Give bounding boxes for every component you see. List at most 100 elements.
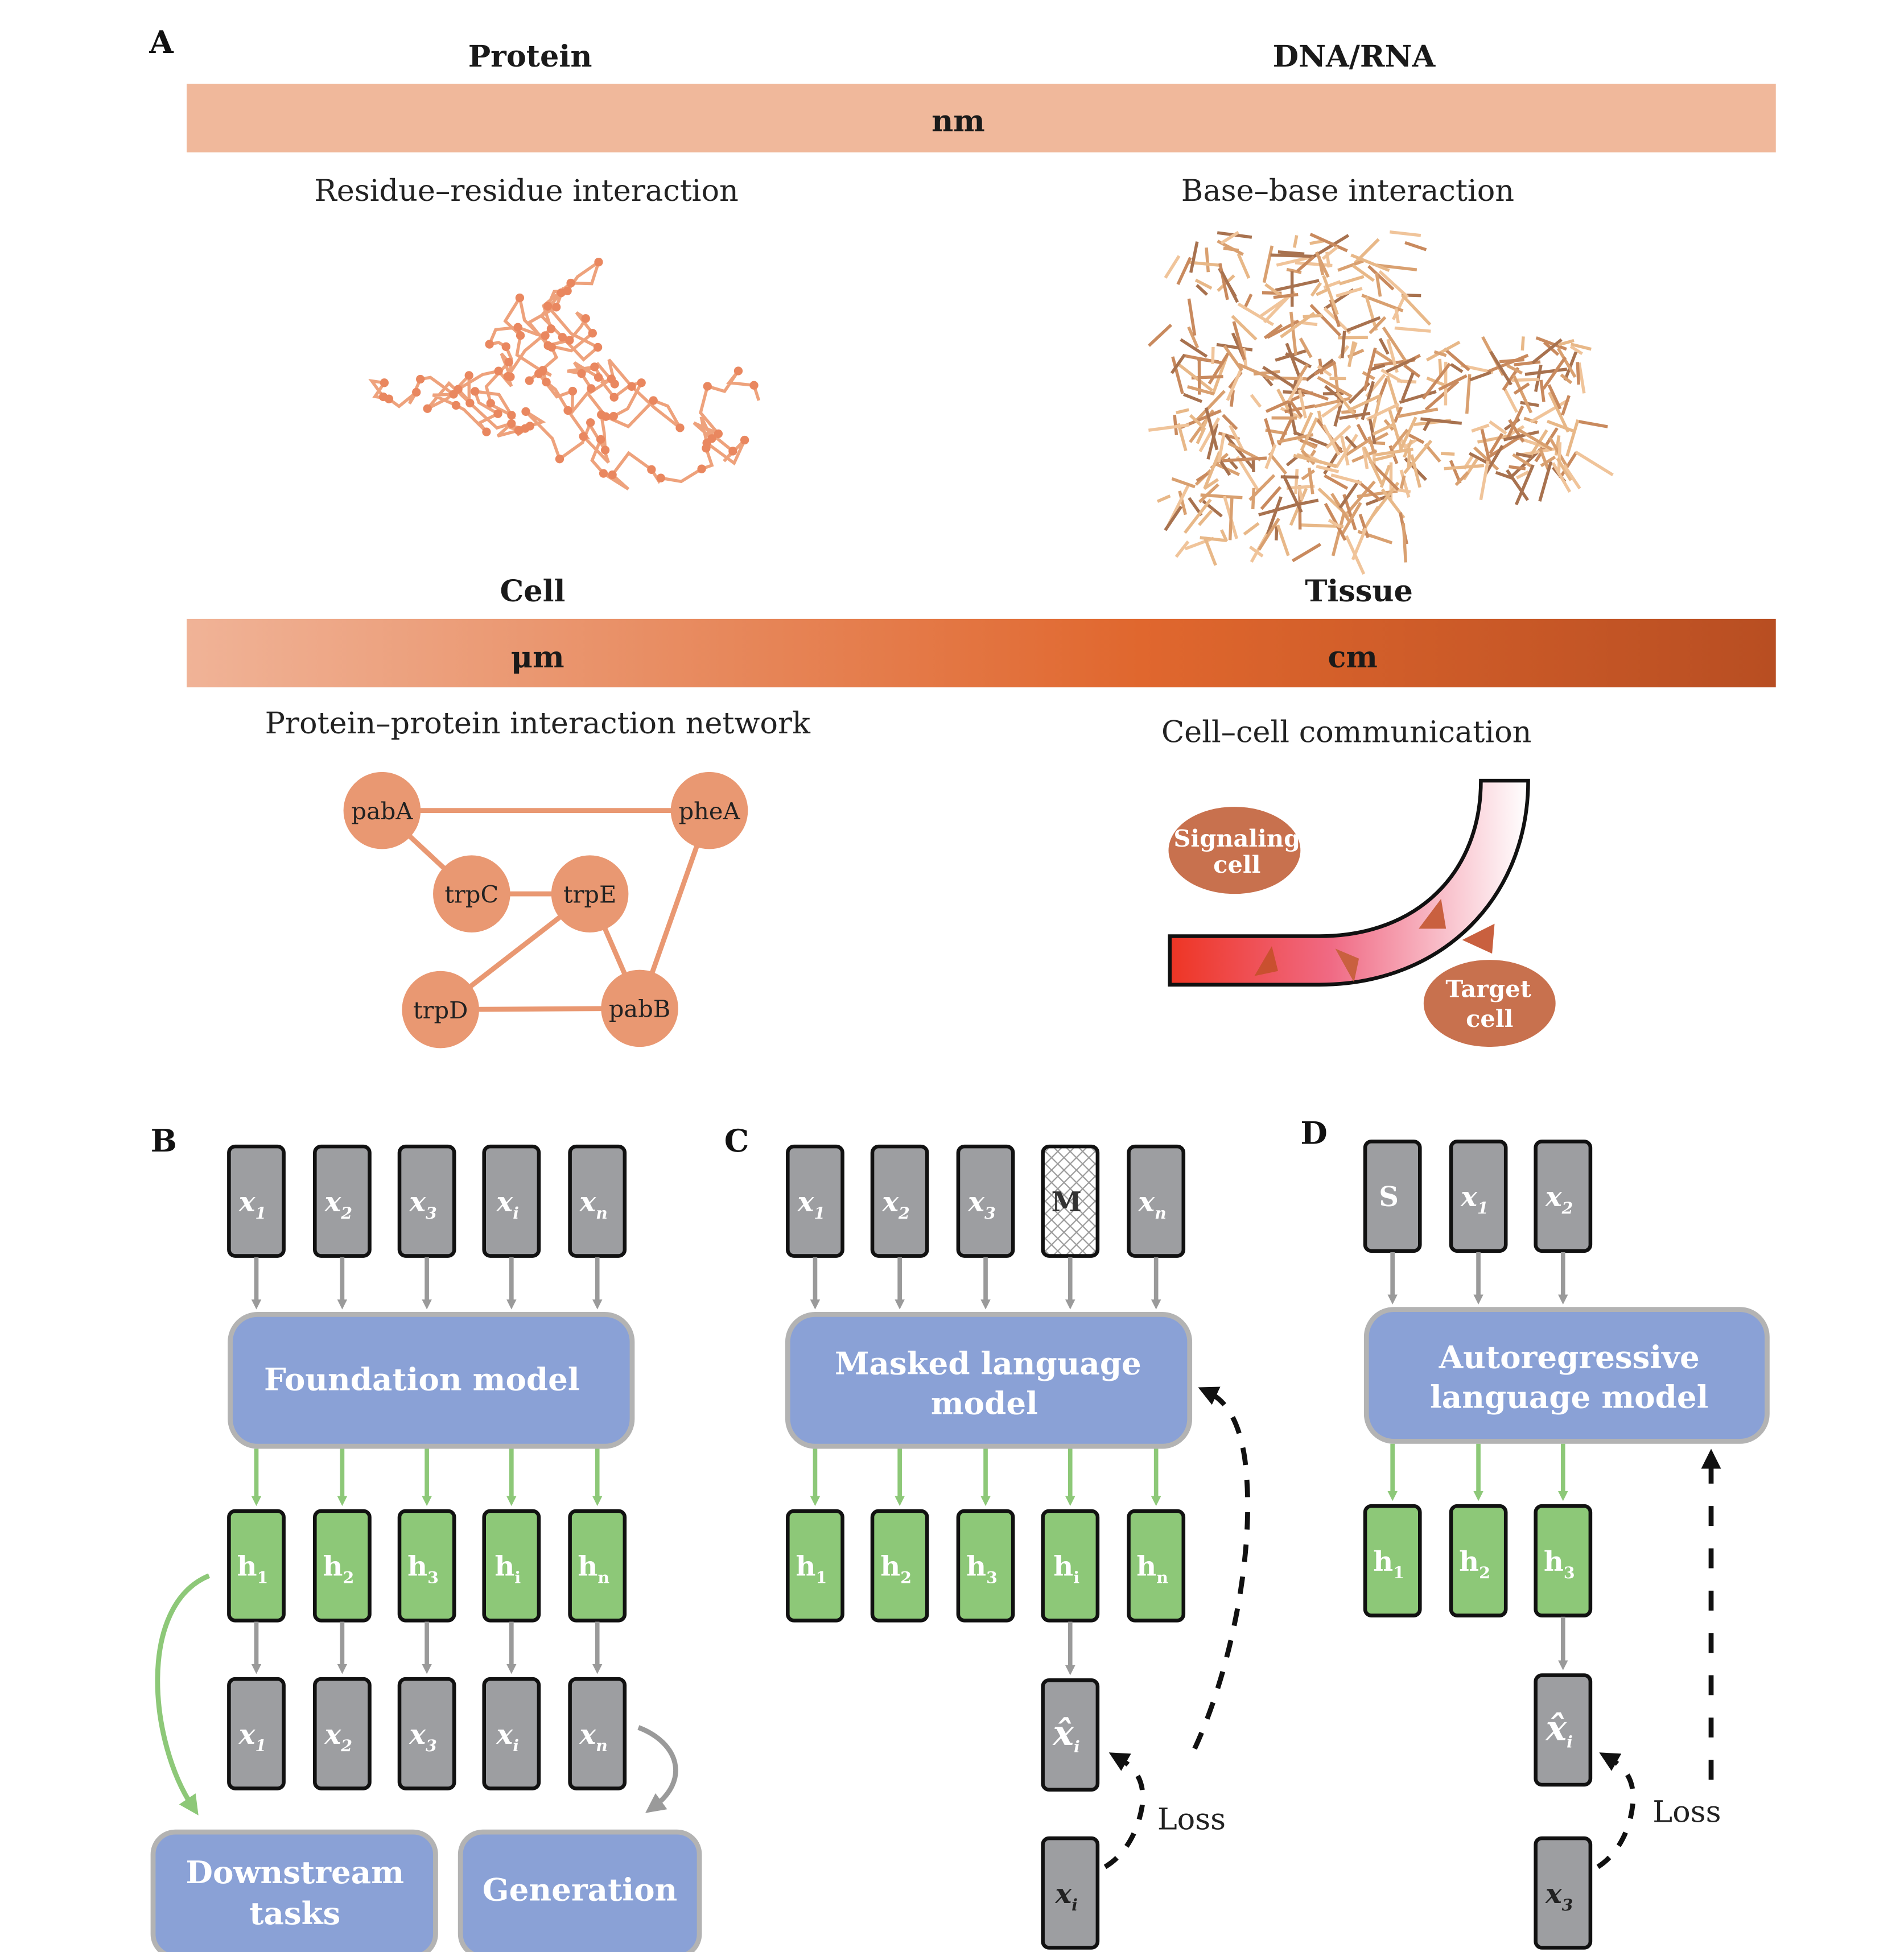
downstream-tasks-box xyxy=(150,1829,438,1952)
base-pair xyxy=(1450,363,1464,373)
base-pair xyxy=(1178,490,1188,515)
base-pair xyxy=(1303,440,1317,449)
base-pair xyxy=(1282,474,1303,513)
base-pair xyxy=(1371,397,1382,430)
base-pair xyxy=(1222,456,1267,463)
base-pair xyxy=(1375,350,1394,364)
base-pair xyxy=(1280,312,1316,339)
base-pair xyxy=(1206,423,1219,460)
base-pair xyxy=(1382,327,1409,365)
residue xyxy=(608,470,617,480)
base-pair xyxy=(1438,374,1468,391)
input-token-label: x2 xyxy=(324,1186,352,1223)
base-pair xyxy=(1164,255,1181,279)
rna-structure-image xyxy=(1148,230,1614,575)
base-pair xyxy=(1322,424,1341,456)
base-pair xyxy=(1397,379,1417,384)
input-token-label: x3 xyxy=(409,1186,436,1223)
generation-box xyxy=(458,1829,702,1952)
hidden-token xyxy=(1041,1509,1100,1623)
residue xyxy=(538,366,547,375)
base-pair xyxy=(1293,453,1338,468)
token-subscript: 1 xyxy=(1477,1198,1489,1218)
base-pair xyxy=(1285,342,1302,380)
hidden-token-label: h1 xyxy=(1373,1546,1404,1582)
panel-a: A Protein DNA/RNA nm Residue–residue int… xyxy=(149,24,1776,1049)
base-pair xyxy=(1367,436,1377,455)
residue xyxy=(501,342,510,351)
loss-arrow xyxy=(1103,1752,1145,1870)
base-pair xyxy=(1402,523,1408,563)
base-pair xyxy=(1176,408,1189,415)
base-pair xyxy=(1331,513,1346,556)
base-pair xyxy=(1335,434,1358,468)
residue xyxy=(503,372,513,381)
target-cell-label: Target xyxy=(1445,975,1531,1003)
base-pair xyxy=(1407,451,1411,469)
base-pair xyxy=(1336,287,1363,298)
input-token xyxy=(1534,1140,1593,1253)
token-subscript: 1 xyxy=(255,1203,266,1223)
predicted-token xyxy=(1534,1673,1593,1787)
input-token xyxy=(313,1144,372,1258)
target-token xyxy=(1534,1836,1593,1950)
hidden-token-label: hn xyxy=(578,1551,609,1587)
residue xyxy=(541,331,550,340)
um-unit: μm xyxy=(511,640,564,675)
base-pair xyxy=(1258,517,1280,551)
input-token-label: x1 xyxy=(1460,1181,1488,1218)
panel-b-label: B xyxy=(151,1122,177,1159)
residue xyxy=(579,432,588,441)
base-pair xyxy=(1556,457,1572,481)
tissue-channel xyxy=(1168,778,1530,987)
token-subscript: i xyxy=(1074,1737,1080,1756)
base-pair xyxy=(1433,350,1447,357)
residue xyxy=(703,382,712,391)
base-pair xyxy=(1520,336,1525,351)
base-pair xyxy=(1232,321,1246,361)
base-pair xyxy=(1341,502,1362,535)
target-cell xyxy=(1423,960,1556,1047)
masked-lm-box xyxy=(785,1311,1193,1449)
base-pair xyxy=(1205,247,1210,273)
base-pair xyxy=(1563,464,1581,490)
hidden-token-label: hn xyxy=(1136,1551,1168,1587)
base-pair xyxy=(1189,241,1199,273)
hidden-token xyxy=(1127,1509,1186,1623)
base-pair xyxy=(1386,357,1416,373)
masked-lm-label: Masked language xyxy=(835,1345,1141,1381)
output-token-label: x2 xyxy=(324,1719,352,1755)
input-token xyxy=(870,1144,929,1258)
base-pair xyxy=(1347,341,1355,368)
panel-b: B Foundation model Downstream tasks Gene… xyxy=(150,1122,702,1952)
base-pair xyxy=(1449,460,1462,484)
base-pair xyxy=(1180,338,1208,358)
hidden-token xyxy=(568,1509,627,1623)
um-cm-scale-bar xyxy=(187,618,1776,688)
base-pair xyxy=(1194,278,1213,290)
cell-communication-diagram: Signaling cell Target cell xyxy=(1168,778,1556,1047)
downstream-label-2: tasks xyxy=(249,1895,340,1932)
output-token-label: x1 xyxy=(238,1719,266,1755)
token-symbol: h xyxy=(323,1551,343,1583)
token-symbol: x xyxy=(1460,1181,1478,1213)
residue xyxy=(593,342,603,352)
base-pair xyxy=(1300,449,1316,465)
base-pair xyxy=(1489,420,1507,435)
base-pair xyxy=(1164,505,1183,531)
token-subscript: n xyxy=(597,1568,609,1587)
residue xyxy=(714,429,723,439)
base-pair xyxy=(1270,253,1315,258)
base-pair xyxy=(1300,417,1318,451)
ppi-caption: Protein–protein interaction network xyxy=(265,706,811,741)
base-pair xyxy=(1512,453,1532,468)
base-pair xyxy=(1235,456,1260,492)
output-token xyxy=(313,1677,372,1790)
base-pair xyxy=(1224,434,1254,469)
base-pair xyxy=(1539,379,1546,402)
hidden-token-label: h2 xyxy=(1459,1546,1490,1582)
base-pair xyxy=(1195,390,1226,422)
base-pair xyxy=(1203,478,1219,490)
residue xyxy=(656,473,665,482)
base-pair xyxy=(1207,352,1230,385)
